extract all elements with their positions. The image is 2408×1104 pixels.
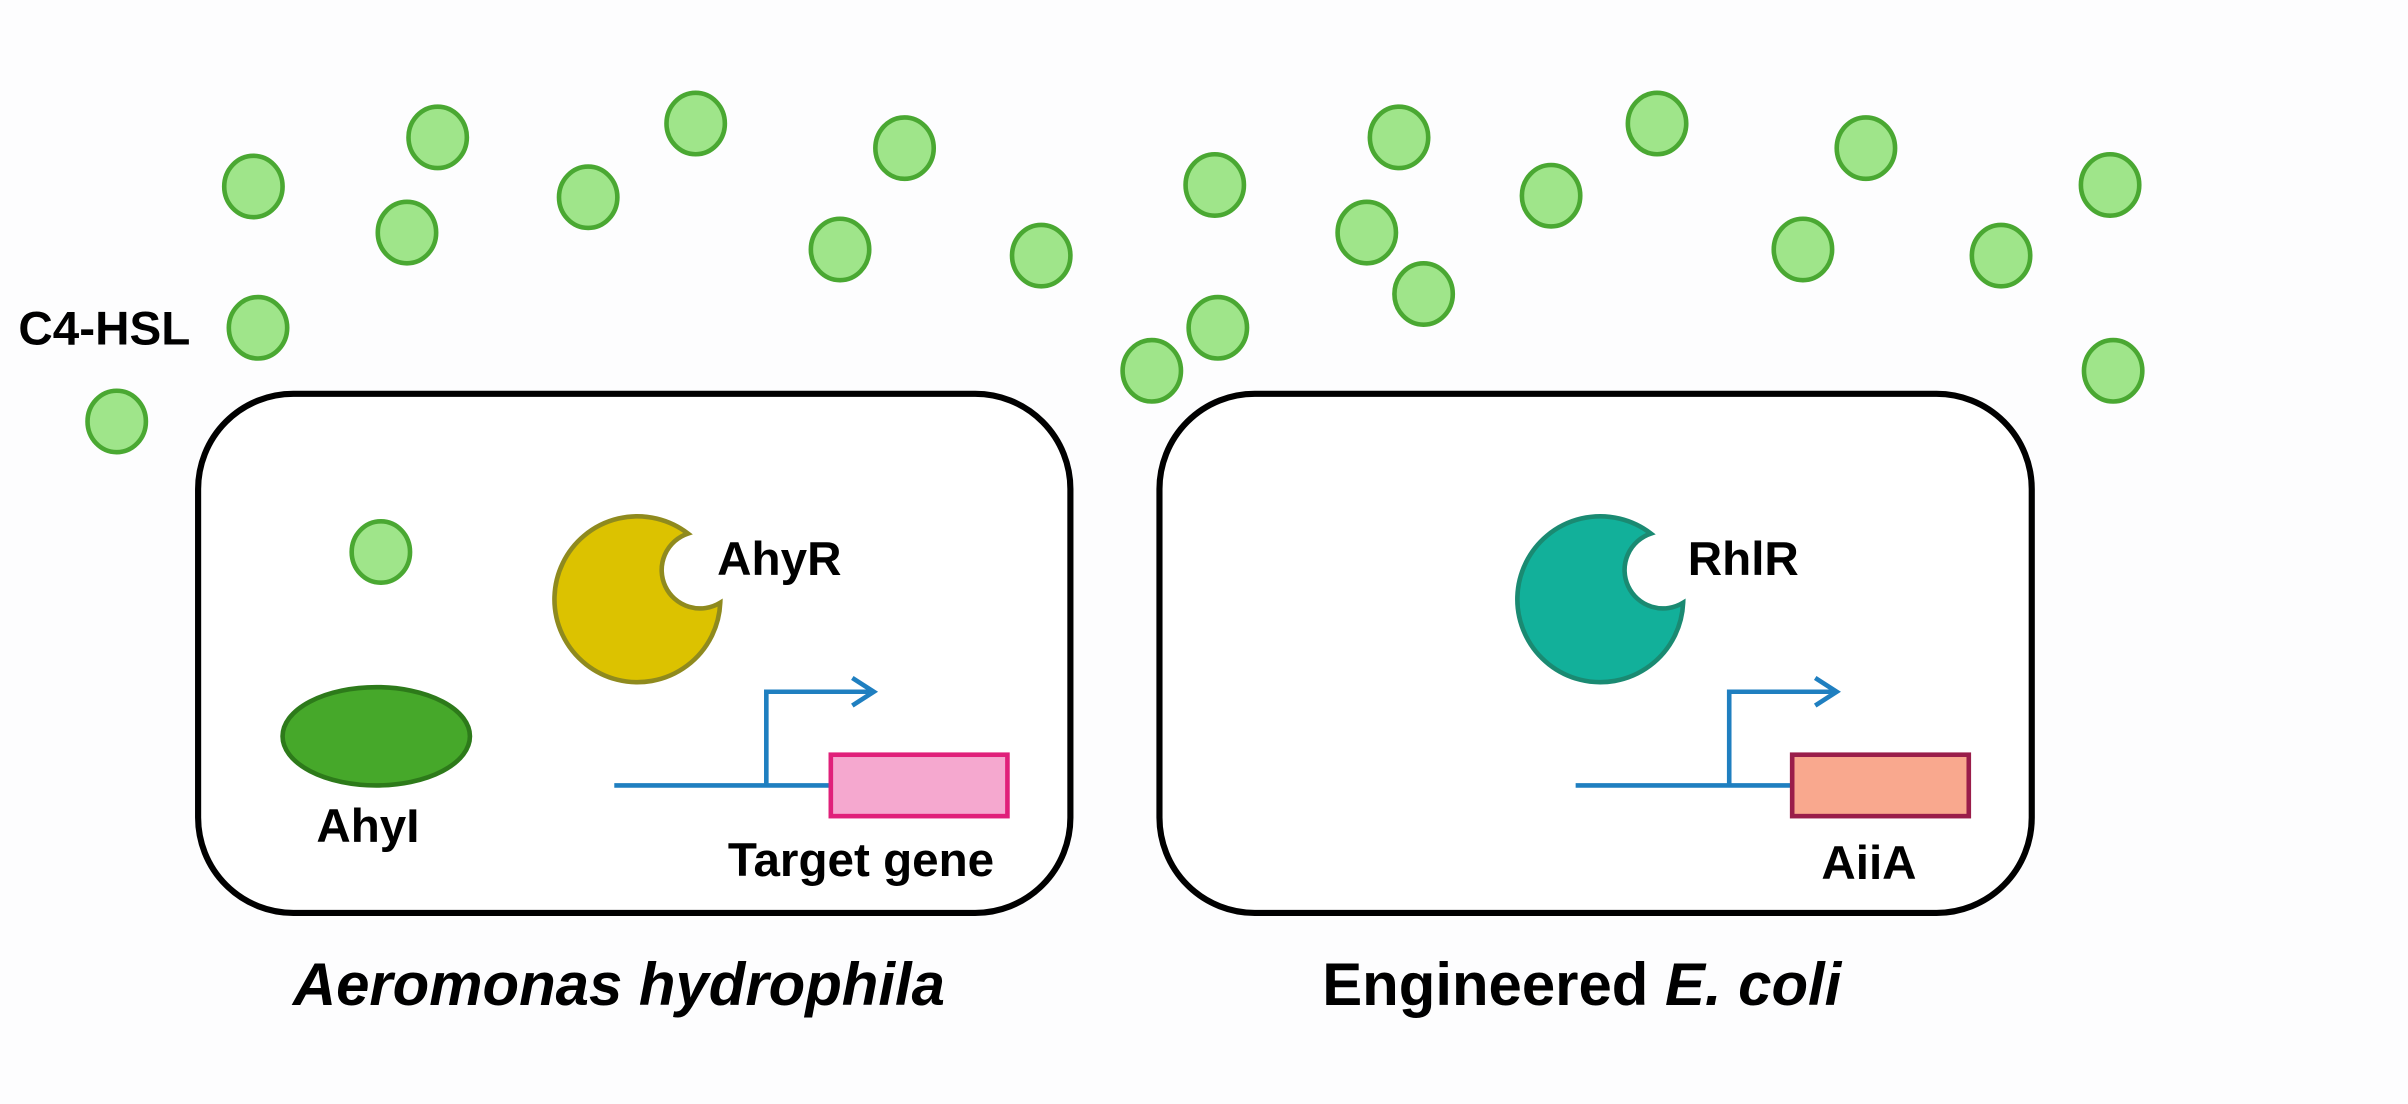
c4-hsl-molecule	[1834, 115, 1898, 182]
rhlr-receptor-icon	[1515, 514, 1686, 685]
organism-label-ecoli: Engineered E. coli	[1322, 951, 1842, 1018]
target-gene-box	[828, 752, 1010, 819]
c4-hsl-label: C4-HSL	[18, 303, 190, 356]
c4-hsl-molecules	[85, 90, 2145, 455]
c4-hsl-molecule	[1186, 294, 1250, 361]
c4-hsl-molecule	[1183, 151, 1247, 218]
aiia-gene-box	[1789, 752, 1972, 819]
c4-hsl-molecule	[873, 115, 937, 182]
c4-hsl-molecule	[808, 216, 872, 283]
promoter-arrow-icon	[614, 675, 879, 788]
c4-hsl-molecule	[1519, 162, 1583, 229]
c4-hsl-molecule	[556, 164, 620, 231]
c4-hsl-molecule	[1120, 337, 1184, 404]
cell-engineered-ecoli: RhlR AiiA	[1156, 390, 2035, 916]
target-gene-label: Target gene	[728, 834, 994, 887]
cell-aeromonas: AhyR AhyI Target gene	[195, 390, 1074, 916]
c4-hsl-molecule	[2078, 151, 2142, 218]
ahyi-synthase-icon	[280, 684, 473, 788]
c4-hsl-molecule	[1625, 90, 1689, 157]
c4-hsl-molecule	[1771, 216, 1835, 283]
c4-hsl-molecule	[2081, 337, 2145, 404]
ahyi-label: AhyI	[316, 800, 419, 853]
aiia-label: AiiA	[1821, 837, 1916, 890]
promoter-arrow-icon	[1575, 675, 1841, 788]
ahyr-label: AhyR	[717, 533, 841, 586]
c4-hsl-molecule	[375, 199, 439, 266]
ahyr-receptor-icon	[552, 514, 723, 685]
c4-hsl-molecule	[1367, 104, 1431, 171]
c4-hsl-molecule	[1009, 222, 1073, 289]
intracellular-c4-hsl	[349, 518, 413, 586]
c4-hsl-molecule	[221, 153, 285, 220]
c4-hsl-molecule	[85, 388, 149, 455]
organism-prefix: Engineered	[1322, 951, 1665, 1018]
c4-hsl-molecule	[226, 294, 290, 361]
c4-hsl-molecule	[1969, 222, 2033, 289]
c4-hsl-molecule	[1335, 199, 1399, 266]
c4-hsl-molecule	[664, 90, 728, 157]
rhlr-label: RhlR	[1688, 533, 1799, 586]
organism-label-aeromonas: Aeromonas hydrophila	[291, 951, 945, 1018]
organism-italic: E. coli	[1665, 951, 1843, 1018]
c4-hsl-molecule	[1392, 260, 1456, 328]
c4-hsl-molecule	[406, 104, 470, 171]
